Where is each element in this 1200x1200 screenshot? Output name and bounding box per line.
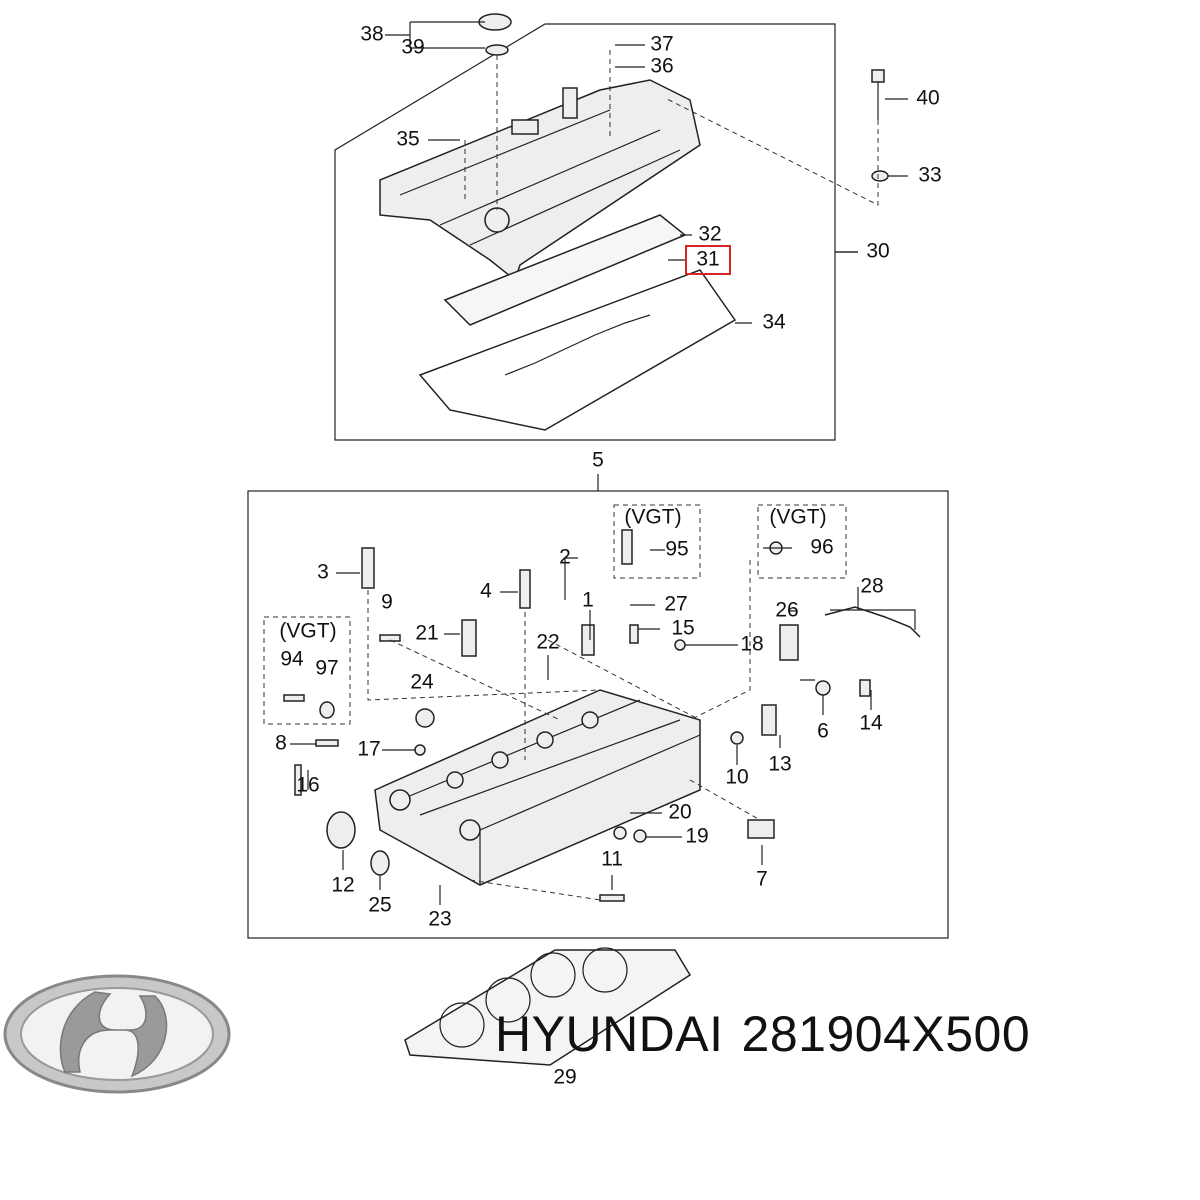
part-number: 281904X500 [741, 1006, 1031, 1062]
callout-11[interactable]: 11 [601, 848, 623, 871]
callout-94[interactable]: 94 [280, 648, 304, 671]
valve-cover-frame [334, 23, 836, 441]
callout-18[interactable]: 18 [740, 633, 763, 656]
vgt-box-94-97 [263, 616, 351, 725]
callout-19[interactable]: 19 [685, 825, 708, 848]
callout-23[interactable]: 23 [428, 908, 451, 931]
callout-38[interactable]: 38 [360, 23, 383, 46]
callout-25[interactable]: 25 [368, 894, 391, 917]
callout-22[interactable]: 22 [536, 631, 559, 654]
callout-13[interactable]: 13 [768, 753, 791, 776]
vgt-label-3: (VGT) [279, 620, 336, 643]
footer-caption: HYUNDAI 281904X500 [495, 1005, 1048, 1063]
callout-24[interactable]: 24 [410, 671, 434, 694]
valve-cover [379, 79, 701, 282]
callout-6[interactable]: 6 [817, 720, 829, 743]
callout-12[interactable]: 12 [331, 874, 354, 897]
callout-9[interactable]: 9 [381, 591, 393, 614]
bolt-40 [664, 69, 889, 206]
callout-7[interactable]: 7 [756, 868, 768, 891]
callout-40[interactable]: 40 [916, 87, 939, 110]
callout-96[interactable]: 96 [810, 536, 833, 559]
callout-31[interactable]: 31 [696, 248, 719, 271]
gasket-34 [418, 269, 737, 431]
callout-20[interactable]: 20 [668, 801, 691, 824]
callout-39[interactable]: 39 [401, 36, 424, 59]
callout-1[interactable]: 1 [582, 589, 594, 612]
callout-21[interactable]: 21 [415, 622, 438, 645]
callout-37[interactable]: 37 [650, 33, 673, 56]
head-gasket-29 [404, 947, 692, 1066]
callout-33[interactable]: 33 [918, 164, 941, 187]
callout-32[interactable]: 32 [698, 223, 721, 246]
callout-36[interactable]: 36 [650, 55, 673, 78]
callout-34[interactable]: 34 [762, 311, 786, 334]
vgt-label-2: (VGT) [769, 506, 826, 529]
callout-4[interactable]: 4 [480, 580, 492, 603]
hyundai-logo [3, 974, 231, 1094]
callout-10[interactable]: 10 [725, 766, 748, 789]
callout-14[interactable]: 14 [859, 712, 883, 735]
callout-17[interactable]: 17 [357, 738, 380, 761]
callout-27[interactable]: 27 [664, 593, 687, 616]
callout-30[interactable]: 30 [866, 240, 889, 263]
callout-26[interactable]: 26 [775, 599, 798, 622]
vgt-box-95 [613, 504, 701, 579]
callout-95[interactable]: 95 [665, 538, 688, 561]
callout-28[interactable]: 28 [860, 575, 883, 598]
callout-15[interactable]: 15 [671, 617, 694, 640]
vgt-label-1: (VGT) [624, 506, 681, 529]
callout-5[interactable]: 5 [592, 449, 604, 472]
small-parts [283, 529, 921, 902]
callout-3[interactable]: 3 [317, 561, 329, 584]
brand-name: HYUNDAI [495, 1006, 724, 1062]
callout-35[interactable]: 35 [396, 128, 419, 151]
callout-16[interactable]: 16 [296, 774, 319, 797]
callout-97[interactable]: 97 [315, 657, 338, 680]
callout-8[interactable]: 8 [275, 732, 287, 755]
highlight-box-31 [685, 245, 731, 275]
callout-2[interactable]: 2 [559, 546, 571, 569]
callout-29[interactable]: 29 [553, 1066, 576, 1089]
